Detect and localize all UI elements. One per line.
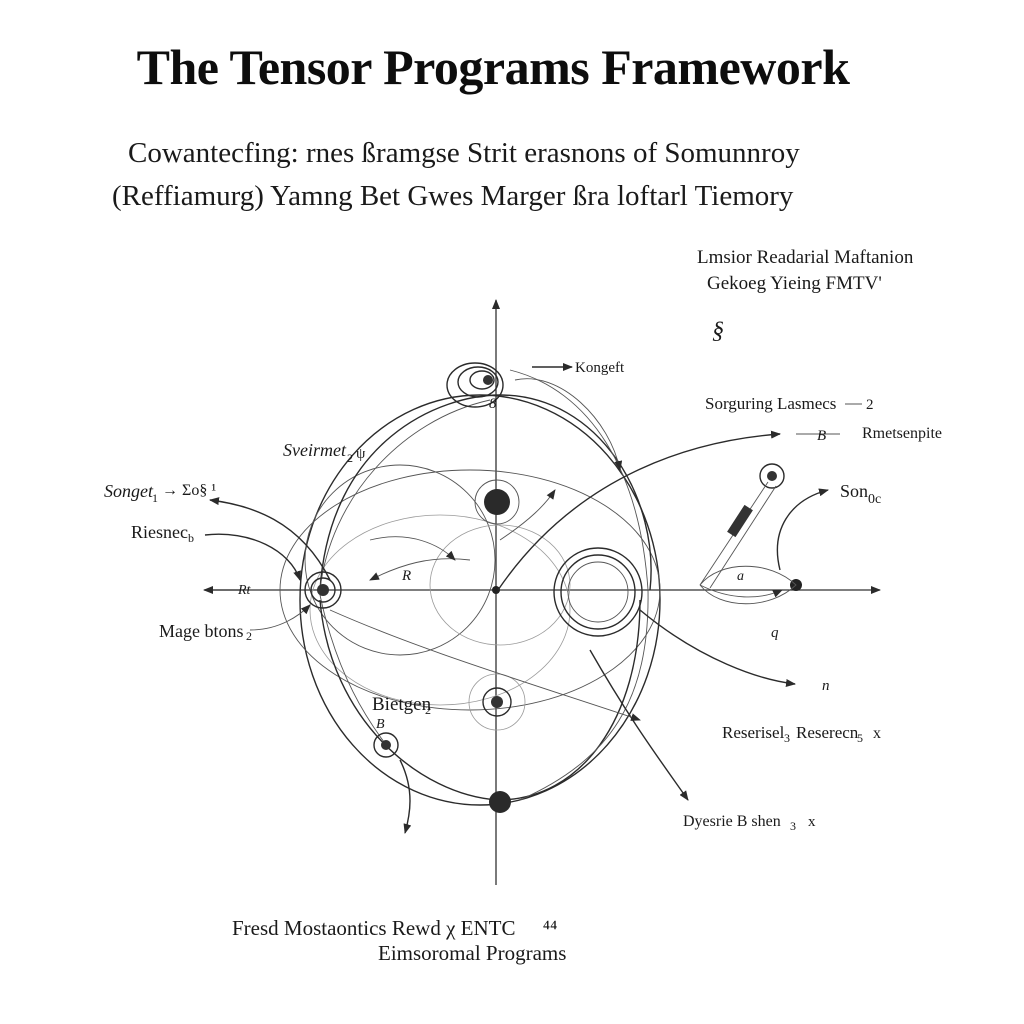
label-sveirmet: Sveirmet [283,440,347,460]
arrow-diag-lower [329,609,641,721]
node-right-large [553,547,643,637]
label-small-rt: Rt [237,583,252,598]
label-bietgen-sub: 2 [425,703,431,717]
subtitle-line-1: Cowantecfing: rnes ßramgse Strit erasnon… [128,137,800,169]
orbit-ellipse-mid [309,514,571,706]
label-reserecn-x: x [873,725,881,742]
label-bietgen: Bietgen [372,694,432,715]
arrow-songet [209,497,331,581]
label-scribble: § [712,318,724,344]
label-sveirmet-sub: 2 [347,451,353,465]
footer-line-1-text: Fresd Mostaontics Rewd χ ENTC [232,916,516,940]
label-top-right-2: Gekoeg Yieing FMTV' [707,273,882,294]
label-reserisel-sub: 3 [784,731,790,745]
label-sveirmet-tail: ψ [356,446,366,462]
arrow-lower-left [399,759,412,834]
rod-upper-right-2 [709,485,777,589]
label-small-a: a [737,569,744,584]
arrow-lower-right [589,649,689,801]
node-left [304,571,342,609]
node-low-left [373,732,399,758]
arrow-right-loop [699,584,783,598]
arrow-center-left [369,558,471,581]
label-small-r: R [401,568,411,584]
node-bottom [489,791,511,813]
loop-right [699,565,797,605]
arrow-center-up [499,489,556,541]
label-dyesrie-sub: 3 [790,819,796,833]
node-lower [468,673,526,731]
label-small-b: B [376,717,385,732]
label-sorguring: Sorguring Lasmecs [705,394,836,413]
label-sonoc: Son [840,481,868,501]
label-top-right-1: Lmsior Readarial Maftanion [697,247,914,268]
label-small-8: 8 [489,396,497,412]
orbit-curve-low-left [319,594,387,746]
label-sorguring-mark: 2 [866,397,874,413]
arrow-to-rmetsenpite [497,430,781,591]
node-upper-right [759,463,785,489]
label-mage: Mage btons [159,621,244,641]
orbit-ellipse-left [304,464,496,656]
label-sonoc-sub: 0c [868,492,881,507]
orbit-curve-top [319,394,652,591]
label-songet-tail: → Σo§ ¹ [162,482,216,499]
label-reserecn: Reserecn [796,723,859,742]
orbit-curve-right-big [509,369,649,801]
label-rmetsenpite-b: B [817,428,826,444]
orbit-curve-left-big [319,399,491,591]
label-songet: Songet [104,481,154,501]
label-reserecn-sub: 5 [857,731,863,745]
rod-block [727,504,753,538]
label-riesnec-sub: b [188,531,194,545]
label-rmetsenpite: Rmetsenpite [862,425,942,442]
label-dyesrie-x: x [808,814,816,830]
subtitle-line-2: (Reffiamurg) Yamng Bet Gwes Marger ßra l… [112,180,794,212]
arrow-to-sonoc [776,488,829,571]
footer-line-2: Eimsoromal Programs [378,941,567,965]
node-upper [474,479,520,525]
label-small-q: q [771,625,779,641]
orbit-ellipse-large [299,394,661,806]
page-title: The Tensor Programs Framework [136,39,850,95]
footer-line-1: Fresd Mostaontics Rewd χ ENTC ⁴⁴ [232,916,557,941]
label-dyesrie: Dyesrie B shen [683,813,781,830]
label-kongeft: Kongeft [575,360,625,376]
node-top [446,362,504,408]
label-reserisel: Reserisel [722,723,785,742]
arrow-mage [249,604,311,631]
arrow-kongeft-curve [514,378,623,471]
label-small-n: n [822,678,830,694]
node-center [492,586,500,594]
label-songet-sub: 1 [152,491,158,505]
footer-line-1-mark: ⁴⁴ [542,916,558,940]
orbit-ellipse-center [429,524,571,646]
arrow-riesnec [204,533,301,581]
arrow-right-down [639,609,796,687]
arrow-left-mid [369,536,456,561]
label-mage-sub: 2 [246,629,252,643]
label-riesnec: Riesnec [131,522,188,542]
